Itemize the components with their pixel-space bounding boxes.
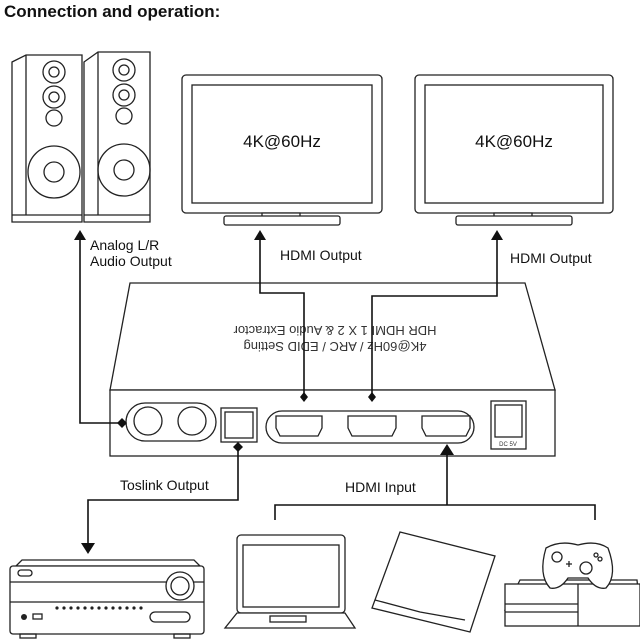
hdmi-output-label-1: HDMI Output: [280, 247, 362, 263]
arrow-up-icon: [440, 444, 454, 455]
arrow-up-icon: [254, 230, 266, 240]
device-name-label: HDR HDMI 1 X 2 & Audio Extractor: [233, 323, 437, 338]
dc-power-port: [490, 400, 527, 450]
arrow-up-icon: [491, 230, 503, 240]
analog-output-label-2: Audio Output: [90, 253, 172, 269]
game-controller-icon: [542, 542, 614, 589]
av-receiver-icon: [9, 559, 205, 639]
toslink-port: [220, 407, 258, 443]
game-console-icon: [371, 531, 496, 633]
tv-display-1: 4K@60Hz: [181, 74, 383, 226]
arrow-down-icon: [81, 543, 95, 554]
hdmi-audio-extractor: 4K@60Hz / ARC / EDID Setting HDR HDMI 1 …: [109, 282, 556, 457]
xbox-console-icon: [503, 542, 640, 627]
analog-port-r: [177, 406, 207, 436]
device-spec-label: 4K@60Hz / ARC / EDID Setting: [244, 339, 427, 354]
tv-1-resolution-label: 4K@60Hz: [243, 132, 321, 151]
connection-lines: [74, 230, 596, 554]
hdmi-out-port-1: [275, 415, 323, 437]
page-title: Connection and operation:: [4, 2, 221, 21]
toslink-output-label: Toslink Output: [120, 477, 209, 493]
dc-label: DC 5V: [499, 442, 517, 448]
tv-2-resolution-label: 4K@60Hz: [475, 132, 553, 151]
hdmi-out-port-2: [347, 415, 397, 437]
laptop-icon: [223, 534, 357, 629]
speakers-icon: [11, 51, 151, 223]
hdmi-input-label: HDMI Input: [345, 479, 416, 495]
arrow-up-icon: [74, 230, 86, 240]
hdmi-in-port: [421, 415, 471, 437]
analog-port-l: [133, 406, 163, 436]
analog-output-label-1: Analog L/R: [90, 237, 159, 253]
tv-display-2: 4K@60Hz: [414, 74, 614, 226]
hdmi-output-label-2: HDMI Output: [510, 250, 592, 266]
